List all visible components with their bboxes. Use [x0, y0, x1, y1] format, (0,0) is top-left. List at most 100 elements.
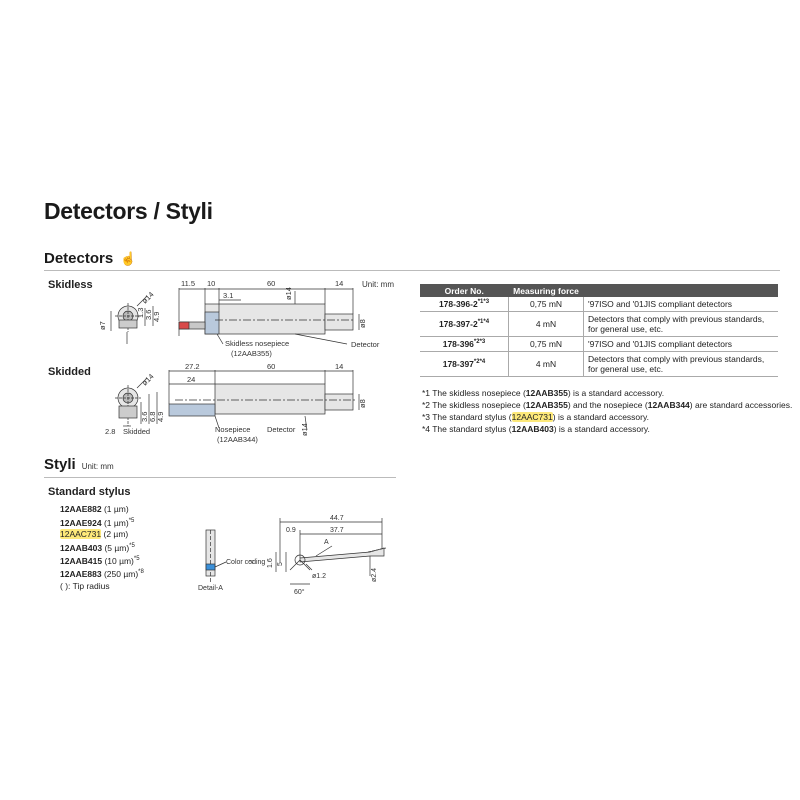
- stylus-code: 12AAE924: [60, 517, 102, 528]
- skidded-tag: Skidded: [123, 427, 150, 436]
- stylus-radius: (2 µm): [103, 529, 129, 540]
- skidless-dim-11-5: 11.5: [181, 279, 195, 288]
- table-header-row: Order No. Measuring force: [420, 284, 778, 297]
- stylus-code: 12AAB403: [60, 542, 103, 553]
- skidded-end-3-6: 3.6: [140, 412, 149, 422]
- tip-radius-note: ( ): Tip radius: [60, 580, 110, 591]
- skidded-detector-drawing: 27.2 24 60 14 ø8 ø14 ø14 3.6 6.8 4.9 2.8…: [105, 362, 367, 444]
- stylus-radius: (1 µm): [103, 517, 129, 528]
- order-no: 178-397: [442, 359, 474, 369]
- footnotes: *1 The skidless nosepiece (12AAB355 ) is …: [422, 387, 792, 435]
- stylus-dim-phi1-2: ø1.2: [312, 573, 326, 580]
- skidless-dim-14: 14: [335, 279, 343, 288]
- skidless-end-3-6: 3.6: [144, 310, 153, 320]
- skidless-dim-phi8: ø8: [358, 319, 367, 328]
- footnote-3: *3 The standard stylus (12AAC731) is a s…: [422, 411, 792, 423]
- footnote-4: *4 The standard stylus (12AAB403) is a s…: [422, 423, 792, 435]
- note-text: *1 The skidless nosepiece (: [422, 388, 526, 398]
- header-measuring-force: Measuring force: [508, 284, 584, 297]
- skidded-dim-60: 60: [267, 362, 275, 371]
- skidless-end-4-9: 4.9: [152, 312, 161, 322]
- note-code: 12AAB355: [525, 388, 568, 398]
- stylus-radius: (1 µm): [103, 504, 129, 514]
- measuring-force: 0,75 mN: [508, 336, 584, 352]
- note-text: ) is a standard accessory.: [552, 412, 649, 422]
- order-no: 178-396-2: [438, 299, 478, 309]
- table-row: 178-396-2*1*3 0,75 mN '97ISO and '01JIS …: [420, 297, 778, 312]
- styli-divider: [44, 477, 396, 478]
- detector-spec-table: Order No. Measuring force 178-396-2*1*3 …: [420, 284, 778, 377]
- skidded-end-4-9: 4.9: [156, 412, 165, 422]
- skidless-detector-label: Detector: [351, 340, 380, 349]
- skidded-dim-27-2: 27.2: [185, 362, 200, 371]
- color-coding-sup: *7: [249, 560, 254, 566]
- stylus-detail-a-marker: A: [324, 539, 329, 546]
- hand-pointer-icon: ☝: [120, 251, 137, 266]
- skidless-end-1-3: 1.3: [136, 308, 145, 318]
- skidded-dim-14: 14: [335, 362, 343, 371]
- order-sup: *2*4: [473, 359, 486, 366]
- skidded-end-phi14: ø14: [140, 372, 156, 388]
- stylus-dim-37-7: 37.7: [330, 527, 344, 534]
- order-no: 178-397-2: [438, 319, 478, 329]
- stylus-side-view-drawing: 44.7 37.7 0.9 1.6 5 ø2.4 ø1.2 60° A: [267, 515, 387, 596]
- table-row: 178-397-2*1*4 4 mN Detectors that comply…: [420, 311, 778, 337]
- stylus-angle-60: 60°: [294, 588, 305, 596]
- skidded-dim-2-8: 2.8: [105, 427, 115, 436]
- order-sup: *1*3: [477, 299, 490, 306]
- table-row: 178-396*2*3 0,75 mN '97ISO and '01JIS co…: [420, 336, 778, 352]
- stylus-sup: *5: [128, 517, 135, 524]
- skidless-nosepiece-label: Skidless nosepiece: [225, 339, 289, 348]
- skidless-end-phi7: ø7: [98, 321, 107, 330]
- note-code: 12AAB403: [511, 424, 554, 434]
- stylus-code: 12AAE882: [60, 504, 102, 514]
- detectors-heading: Detectors ☝: [44, 250, 137, 267]
- note-text: ) and the nosepiece (: [567, 400, 648, 410]
- skidded-dim-24: 24: [187, 375, 195, 384]
- page-title: Detectors / Styli: [44, 198, 213, 224]
- stylus-radius: (10 µm): [104, 555, 134, 566]
- stylus-detail-a-drawing: Color coding *7 Detail-A: [198, 529, 265, 592]
- table-row: 178-397*2*4 4 mN Detectors that comply w…: [420, 351, 778, 377]
- detectors-unit: Unit: mm: [362, 280, 394, 289]
- remarks: '97ISO and '01JIS compliant detectors: [583, 336, 778, 352]
- stylus-radius: (250 µm): [103, 569, 139, 580]
- stylus-radius: (5 µm): [104, 542, 130, 553]
- remarks: Detectors that comply with previous stan…: [583, 351, 778, 377]
- measuring-force: 4 mN: [508, 311, 584, 337]
- skidless-detector-drawing: 11.5 10 60 14 3.1 ø14 ø8 ø14 ø7 1.3 3.6 …: [98, 279, 380, 358]
- standard-stylus-label: Standard stylus: [48, 486, 131, 498]
- stylus-code: 12AAB415: [60, 555, 103, 566]
- stylus-code: 12AAE883: [60, 569, 102, 580]
- skidded-detector-label: Detector: [267, 425, 296, 434]
- stylus-dim-5: 5: [277, 562, 284, 566]
- footnote-1: *1 The skidless nosepiece (12AAB355) is …: [422, 387, 792, 399]
- skidless-dim-phi14: ø14: [284, 287, 293, 300]
- remarks: Detectors that comply with previous stan…: [583, 311, 778, 337]
- list-item: 12AAE882 (1 µm): [60, 504, 144, 516]
- color-coding-label: Color coding: [226, 559, 265, 566]
- skidless-dim-10: 10: [207, 279, 215, 288]
- list-item: 12AAB415 (10 µm)*5: [60, 554, 144, 567]
- stylus-dim-44-7: 44.7: [330, 515, 344, 522]
- measuring-force: 0,75 mN: [508, 297, 584, 312]
- skidded-end-6-8: 6.8: [148, 412, 157, 422]
- skidless-label: Skidless: [48, 279, 93, 291]
- note-code-highlighted: 12AAC731: [511, 412, 553, 422]
- list-item: 12AAE883 (250 µm)*8: [60, 567, 144, 580]
- skidded-label: Skidded: [48, 366, 91, 378]
- styli-heading-text: Styli: [44, 456, 76, 473]
- note-text: *3 The standard stylus (: [422, 412, 512, 422]
- note-text: ) are standard accessories.: [689, 400, 793, 410]
- stylus-dim-1-6: 1.6: [267, 558, 274, 568]
- list-item: 12AAB403 (5 µm)*5: [60, 541, 144, 554]
- note-code: 12AAB344: [647, 400, 690, 410]
- skidded-nosepiece-label: Nosepiece: [215, 425, 250, 434]
- stylus-sup: *5: [129, 542, 135, 549]
- list-item: 12AAE924 (1 µm)*5: [60, 516, 144, 529]
- skidless-end-phi14: ø14: [140, 290, 156, 306]
- order-sup: *2*3: [473, 339, 486, 346]
- stylus-dim-0-9: 0.9: [286, 527, 296, 534]
- header-remarks: [583, 284, 778, 297]
- stylus-sup: *8: [138, 569, 144, 576]
